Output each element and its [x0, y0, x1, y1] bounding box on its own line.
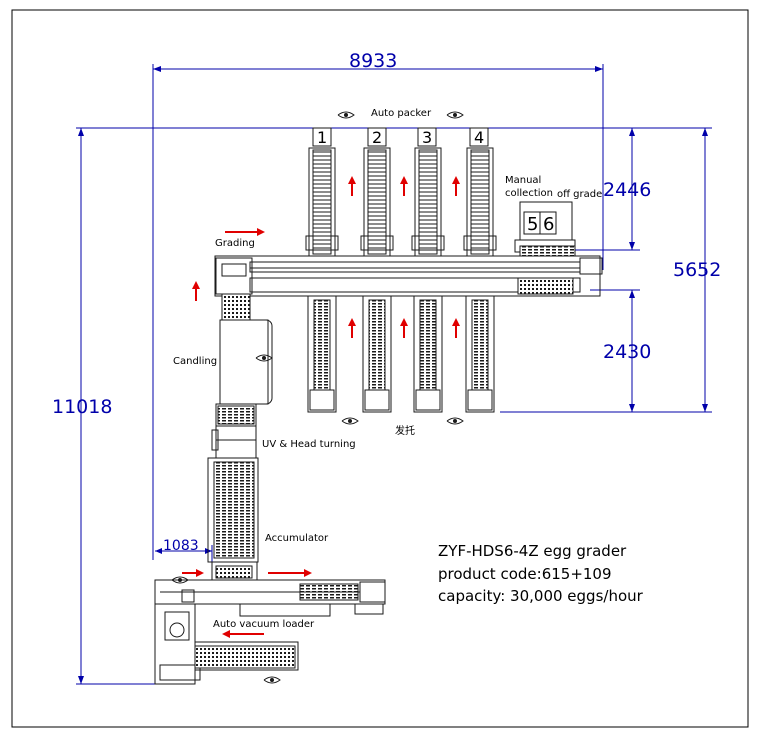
- arrow-right-icon: [268, 569, 312, 577]
- machine-outline: [154, 147, 603, 685]
- dim-total-height: 11018: [52, 396, 112, 418]
- arrow-up-icon: [452, 318, 460, 338]
- arrow-left-icon: [222, 630, 264, 638]
- label-auto-vacuum-loader: Auto vacuum loader: [213, 619, 315, 630]
- label-collection: collection: [505, 188, 553, 199]
- packer-lane-3: [411, 147, 445, 413]
- packer-lane-1: [305, 147, 339, 413]
- arrow-up-icon: [400, 318, 408, 338]
- packer-number-2: 2: [372, 128, 382, 147]
- eye-icon: [446, 111, 464, 119]
- packer-number-3: 3: [422, 128, 432, 147]
- product-capacity: capacity: 30,000 eggs/hour: [438, 587, 644, 605]
- packer-number-4: 4: [474, 128, 484, 147]
- arrow-right-icon: [225, 228, 265, 236]
- product-code: product code:615+109: [438, 565, 612, 583]
- dim-loader-offset: 1083: [163, 538, 199, 554]
- dim-packer-section: 5652: [673, 259, 721, 281]
- off-grade-boxes: [523, 211, 557, 235]
- packer-lane-2: [360, 147, 394, 413]
- eye-symbols: [171, 111, 464, 684]
- packer-number-boxes: [312, 127, 489, 147]
- eye-icon: [446, 417, 464, 425]
- packer-number-1: 1: [317, 128, 327, 147]
- eye-icon: [255, 354, 273, 362]
- arrow-up-icon: [192, 281, 200, 301]
- dim-top-packer: 2446: [603, 179, 651, 201]
- label-off-grade: off grade: [557, 189, 602, 200]
- eye-icon: [171, 576, 189, 584]
- eye-icon: [341, 417, 359, 425]
- arrow-right-icon: [182, 569, 204, 577]
- label-accumulator: Accumulator: [265, 533, 329, 544]
- label-auto-packer: Auto packer: [371, 108, 432, 119]
- label-candling: Candling: [173, 356, 217, 367]
- flow-arrows: [182, 176, 460, 638]
- eye-icon: [263, 676, 281, 684]
- arrow-up-icon: [348, 176, 356, 196]
- label-grading: Grading: [215, 238, 255, 249]
- dim-total-width: 8933: [349, 50, 397, 72]
- dimension-lines: [76, 64, 712, 685]
- eye-icon: [337, 111, 355, 119]
- product-model: ZYF-HDS6-4Z egg grader: [438, 542, 627, 560]
- label-manual: Manual: [505, 175, 541, 186]
- packer-lane-4: [463, 147, 497, 413]
- label-uv-head-turning: UV & Head turning: [262, 439, 356, 450]
- arrow-up-icon: [348, 318, 356, 338]
- dim-bottom-packer: 2430: [603, 341, 651, 363]
- off-grade-number-6: 6: [543, 214, 554, 235]
- arrow-up-icon: [452, 176, 460, 196]
- off-grade-number-5: 5: [527, 214, 538, 235]
- label-tray-out: 发托: [395, 424, 415, 437]
- drawing-frame: [11, 9, 749, 728]
- arrow-up-icon: [400, 176, 408, 196]
